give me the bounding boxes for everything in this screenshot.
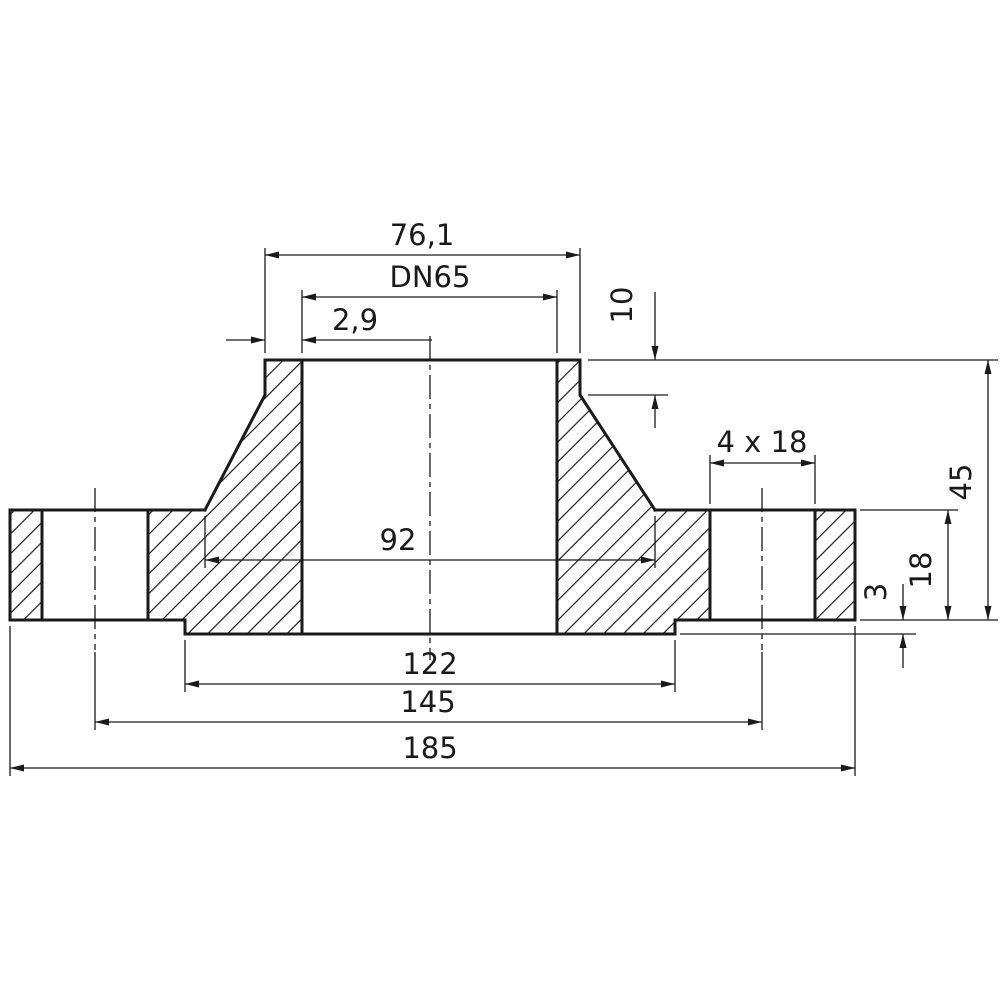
arrowhead <box>543 293 557 301</box>
dimension-raised-face-diameter: 122 <box>184 640 676 692</box>
arrowhead <box>899 606 907 620</box>
arrowhead <box>251 336 265 344</box>
dimension-flange-thickness: 18 <box>860 509 958 620</box>
dim-label-bolt-holes: 4 x 18 <box>717 425 808 459</box>
neck-right-profile <box>578 358 658 513</box>
section-hatching <box>10 360 855 634</box>
dimension-outer-diameter: 185 <box>9 626 856 776</box>
dim-label-outer-diameter: 185 <box>402 731 457 765</box>
neck-left-profile <box>202 358 267 513</box>
dim-label-flange-thickness: 18 <box>904 552 938 589</box>
arrowhead <box>302 293 316 301</box>
dim-label-total-height: 45 <box>944 464 978 501</box>
dimension-total-height: 45 <box>860 360 998 621</box>
arrowhead <box>95 718 109 726</box>
dim-label-neck-straight-length: 10 <box>605 287 639 324</box>
dimension-neck-straight-length: 10 <box>588 287 998 428</box>
hatch-left-hub <box>148 360 302 634</box>
dim-label-nominal-bore: DN65 <box>390 260 471 294</box>
hatch-right-hub <box>557 360 710 634</box>
dimension-hub-diameter: 92 <box>204 516 656 568</box>
dimension-nominal-bore: DN65 <box>301 260 558 353</box>
arrowhead <box>899 634 907 648</box>
dim-label-hub-diameter: 92 <box>380 523 417 557</box>
dimension-bolt-circle-diameter: 145 <box>94 652 763 730</box>
dim-label-raised-face-diameter: 122 <box>402 647 457 681</box>
arrowhead <box>801 459 815 467</box>
arrowhead <box>661 680 675 688</box>
arrowhead <box>944 606 952 620</box>
arrowhead <box>205 556 219 564</box>
arrowhead <box>185 680 199 688</box>
arrowhead <box>984 360 992 374</box>
plate-silhouette <box>8 508 857 636</box>
arrowhead <box>566 251 580 259</box>
dim-label-bolt-circle-diameter: 145 <box>400 685 455 719</box>
centerlines <box>94 336 763 660</box>
arrowhead <box>748 718 762 726</box>
dimension-wall-thickness: 2,9 <box>226 303 432 344</box>
arrowhead <box>710 459 724 467</box>
arrowhead <box>641 556 655 564</box>
dimension-neck-outer-diameter: 76,1 <box>264 218 581 353</box>
arrowhead <box>651 395 659 409</box>
dimension-bolt-holes: 4 x 18 <box>709 425 816 504</box>
arrowhead <box>841 764 855 772</box>
flange-outline <box>8 358 857 636</box>
arrowhead <box>984 606 992 620</box>
arrowhead <box>302 336 316 344</box>
hatch-right-rim <box>815 510 855 620</box>
arrowhead <box>651 346 659 360</box>
hatch-left-rim <box>10 510 42 620</box>
dimension-raised-face-height: 3 <box>680 583 916 668</box>
arrowhead <box>10 764 24 772</box>
dim-label-neck-outer-diameter: 76,1 <box>390 218 455 252</box>
dim-label-wall-thickness: 2,9 <box>332 303 378 337</box>
dim-label-raised-face-height: 3 <box>859 583 893 601</box>
arrowhead <box>265 251 279 259</box>
arrowhead <box>944 510 952 524</box>
